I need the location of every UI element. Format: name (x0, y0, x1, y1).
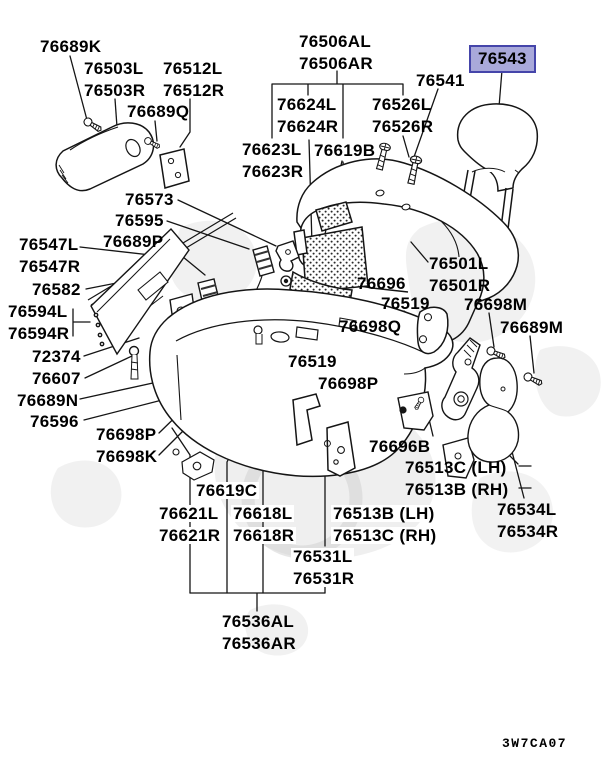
part-label-76619C: 76619C (194, 481, 260, 500)
part-label-76623R: 76623R (242, 162, 304, 181)
part-label-76618L: 76618L (231, 504, 295, 523)
part-label-76513B-(RH): 76513B (RH) (405, 480, 509, 499)
part-label-76526L: 76526L (372, 95, 432, 114)
part-label-76512L: 76512L (163, 59, 223, 78)
part-label-76513C-(RH): 76513C (RH) (331, 526, 439, 545)
part-label-76512R: 76512R (163, 81, 225, 100)
part-label-76595: 76595 (115, 211, 164, 230)
cushion-illustration (148, 288, 454, 481)
part-label-76519: 76519 (381, 294, 430, 313)
part-label-76689Q: 76689Q (127, 102, 190, 121)
part-label-76698K: 76698K (96, 447, 158, 466)
part-label-76519: 76519 (288, 352, 337, 371)
part-label-76513C-(LH): 76513C (LH) (405, 458, 507, 477)
part-label-76547R: 76547R (19, 257, 81, 276)
part-label-76689M: 76689M (500, 318, 564, 337)
part-label-76698Q: 76698Q (339, 317, 402, 336)
diagram-code: 3W7CA07 (502, 736, 568, 751)
part-label-76696: 76696 (357, 274, 406, 293)
part-label-76596: 76596 (30, 412, 79, 431)
part-label-76623L: 76623L (242, 140, 302, 159)
recliner-illustration (397, 337, 545, 479)
part-label-76531R: 76531R (291, 569, 357, 588)
part-label-76513B-(LH): 76513B (LH) (331, 504, 437, 523)
part-label-76501L: 76501L (429, 254, 489, 273)
part-label-76689P: 76689P (103, 232, 164, 251)
part-label-76698P: 76698P (96, 425, 157, 444)
part-label-76536AR: 76536AR (222, 634, 296, 653)
part-label-76621L: 76621L (157, 504, 221, 523)
part-label-76594L: 76594L (8, 302, 68, 321)
part-label-72374: 72374 (32, 347, 81, 366)
part-label-76506AR: 76506AR (299, 54, 373, 73)
part-label-76621R: 76621R (157, 526, 223, 545)
part-label-76689K: 76689K (40, 37, 102, 56)
part-label-76582: 76582 (32, 280, 81, 299)
part-label-76594R: 76594R (8, 324, 70, 343)
part-label-76618R: 76618R (231, 526, 297, 545)
part-label-76541: 76541 (416, 71, 465, 90)
headrest-illustration (456, 103, 539, 232)
part-label-76506AL: 76506AL (299, 32, 372, 51)
armrest-illustration (55, 115, 190, 192)
part-label-76624L: 76624L (277, 95, 337, 114)
part-label-76526R: 76526R (372, 117, 434, 136)
part-label-76698M: 76698M (464, 295, 528, 314)
part-label-76624R: 76624R (277, 117, 339, 136)
part-label-76689N: 76689N (17, 391, 79, 410)
part-label-highlighted-76543[interactable]: 76543 (469, 45, 536, 73)
part-label-76536AL: 76536AL (222, 612, 295, 631)
part-label-76503R: 76503R (84, 81, 146, 100)
part-label-76619B: 76619B (314, 141, 376, 160)
part-label-76696B: 76696B (369, 437, 431, 456)
part-label-76531L: 76531L (291, 547, 355, 566)
part-label-76501R: 76501R (429, 276, 491, 295)
part-label-76573: 76573 (125, 190, 174, 209)
part-label-76534L: 76534L (497, 500, 557, 519)
part-label-76534R: 76534R (497, 522, 559, 541)
part-label-76503L: 76503L (84, 59, 144, 78)
part-label-76607: 76607 (32, 369, 81, 388)
part-label-76698P: 76698P (318, 374, 379, 393)
part-label-76547L: 76547L (19, 235, 79, 254)
